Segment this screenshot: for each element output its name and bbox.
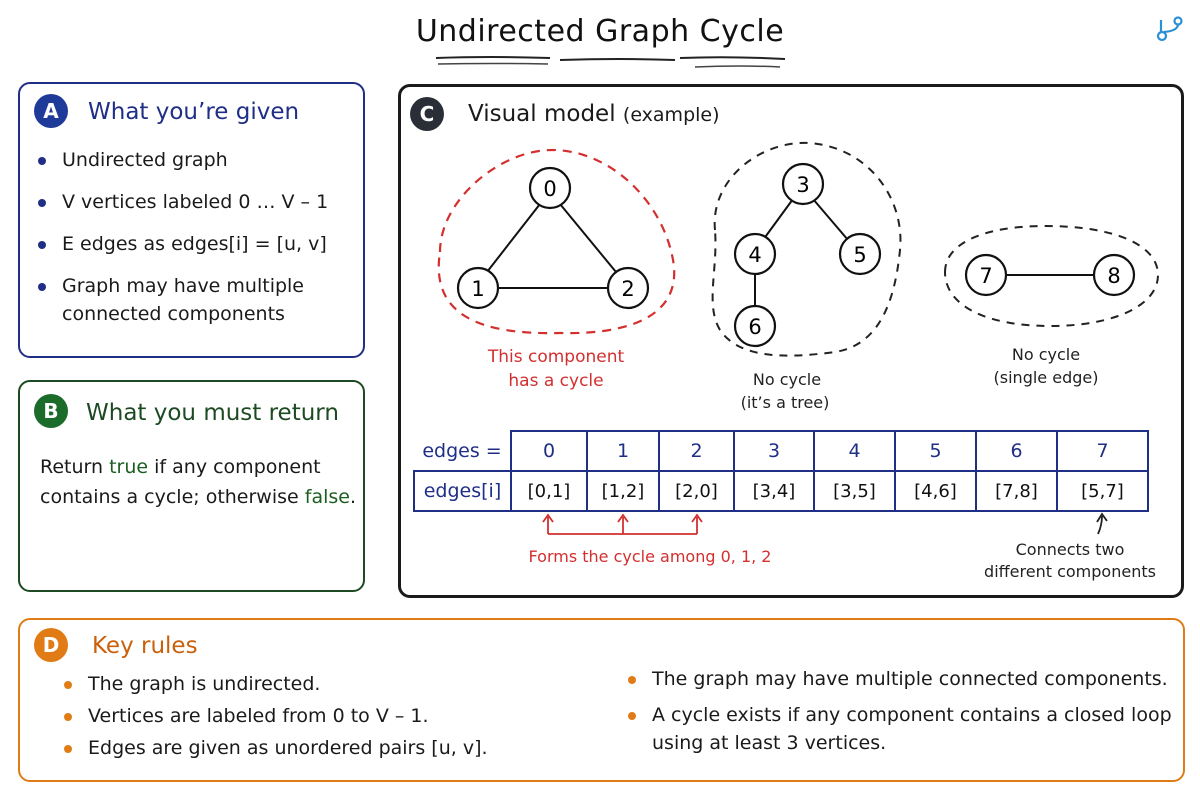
caption-tree: (it’s a tree)	[741, 393, 830, 412]
edge-0-2	[559, 203, 617, 273]
node-1: 1	[456, 266, 500, 310]
badge-c: C	[410, 97, 444, 131]
index-cell: 0	[510, 430, 588, 472]
badge-b: B	[34, 394, 68, 428]
table-row: edges = 0 1 2 3 4 5 6 7	[414, 430, 1149, 472]
list-item: A cycle exists if any component contains…	[624, 701, 1174, 757]
svg-text:7: 7	[979, 264, 992, 288]
keyword-false: false	[304, 486, 350, 508]
key-rules-heading: Key rules	[92, 633, 198, 659]
tree-component-outline	[711, 141, 902, 357]
caption-cycle: This component	[487, 347, 625, 367]
title-underline	[435, 56, 786, 68]
cycle-arrows	[542, 513, 703, 535]
left-rules-list: The graph is undirected. Vertices are la…	[60, 670, 580, 762]
badge-a: A	[34, 94, 68, 128]
node-7: 7	[964, 253, 1008, 297]
given-panel	[18, 82, 365, 358]
edge-cell: [4,6]	[894, 470, 977, 512]
return-text: Return true if any component contains a …	[40, 456, 357, 508]
page-title: Undirected Graph Cycle	[415, 14, 785, 49]
list-item: Vertices are labeled from 0 to V – 1.	[60, 702, 580, 730]
svg-text:3: 3	[796, 173, 809, 197]
caption-edge: No cycle	[1012, 345, 1080, 364]
badge-d: D	[34, 628, 68, 662]
cycle-note: Forms the cycle among 0, 1, 2	[528, 547, 772, 566]
edge-3-4	[762, 198, 794, 241]
edge-3-5	[812, 198, 849, 241]
edge-0-1	[486, 203, 541, 273]
node-6: 6	[733, 304, 777, 348]
index-row-label: edges =	[422, 439, 502, 462]
visual-model-panel	[398, 84, 1184, 598]
svg-text:2: 2	[621, 277, 634, 301]
svg-text:4: 4	[748, 243, 761, 267]
return-panel	[18, 380, 365, 592]
node-5: 5	[838, 232, 882, 276]
node-2: 2	[606, 266, 650, 310]
index-cell: 7	[1056, 430, 1149, 472]
index-cell: 1	[586, 430, 660, 472]
svg-text:1: 1	[471, 277, 484, 301]
edge-cell: [5,7]	[1056, 470, 1149, 512]
svg-text:8: 8	[1107, 264, 1120, 288]
caption-cycle: has a cycle	[508, 371, 603, 391]
list-item: The graph is undirected.	[60, 670, 580, 698]
edge-cell: [0,1]	[510, 470, 588, 512]
edge-cell: [1,2]	[586, 470, 660, 512]
list-item: E edges as edges[i] = [u, v]	[34, 230, 354, 258]
git-branch-icon	[1156, 16, 1183, 42]
list-item: The graph may have multiple connected co…	[624, 665, 1174, 693]
svg-text:0: 0	[543, 177, 556, 201]
edge-cell: [3,4]	[733, 470, 815, 512]
index-cell: 5	[894, 430, 977, 472]
list-item: V vertices labeled 0 … V – 1	[34, 188, 354, 216]
given-heading: What you’re given	[88, 99, 300, 125]
node-0: 0	[528, 166, 572, 210]
given-list: Undirected graph V vertices labeled 0 … …	[34, 146, 354, 328]
index-cell: 4	[813, 430, 896, 472]
svg-text:6: 6	[748, 315, 761, 339]
svg-text:5: 5	[853, 243, 866, 267]
values-row-label: edges[i]	[413, 470, 512, 512]
key-rules-panel	[18, 618, 1185, 782]
connect-arrow	[1096, 512, 1108, 535]
edge-cell: [2,0]	[658, 470, 735, 512]
node-8: 8	[1092, 253, 1136, 297]
table-row: edges[i] [0,1] [1,2] [2,0] [3,4] [3,5] […	[413, 470, 1149, 512]
caption-edge: (single edge)	[994, 368, 1099, 387]
visual-model-heading: Visual model (example)	[468, 101, 720, 127]
index-cell: 3	[733, 430, 815, 472]
node-3: 3	[781, 162, 825, 206]
edge-cell: [3,5]	[813, 470, 896, 512]
index-cell: 6	[975, 430, 1058, 472]
keyword-true: true	[109, 456, 149, 478]
node-4: 4	[733, 232, 777, 276]
caption-tree: No cycle	[753, 370, 821, 389]
index-cell: 2	[658, 430, 735, 472]
list-item: Undirected graph	[34, 146, 354, 174]
return-heading: What you must return	[86, 400, 339, 426]
list-item: Edges are given as unordered pairs [u, v…	[60, 734, 580, 762]
right-rules-list: The graph may have multiple connected co…	[624, 665, 1174, 757]
edge-cell: [7,8]	[975, 470, 1058, 512]
edges-table: edges = 0 1 2 3 4 5 6 7 edges[i] [0,1] […	[413, 430, 1149, 512]
cycle-component-outline	[437, 148, 676, 335]
